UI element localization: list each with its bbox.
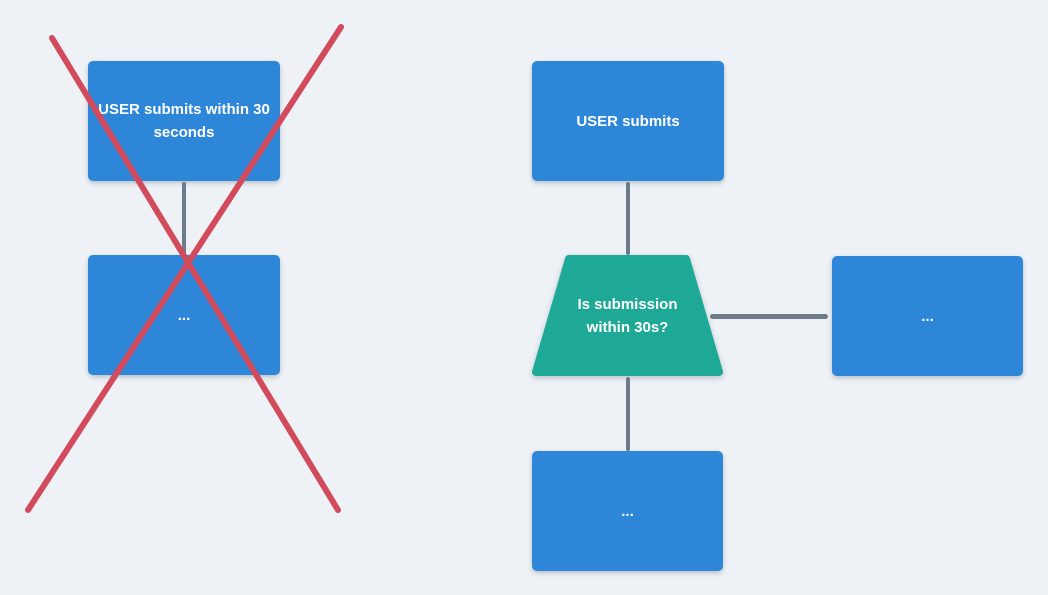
connector-vertical [626,377,630,451]
decision-label: Is submission within 30s? [577,295,678,336]
node-label: USER submits within 30 seconds [98,101,270,141]
node-label: ... [177,306,191,324]
connector-vertical [182,182,186,255]
trapezoid-shape [532,255,723,376]
node-ellipsis-right: ... [832,256,1023,376]
node-label: USER submits [576,112,680,130]
decision-trapezoid: Is submission within 30s? [532,255,723,376]
trapezoid-path [532,255,723,376]
node-label: ... [621,502,634,520]
node-label: ... [921,307,934,325]
node-ellipsis-left: ... [88,255,280,375]
node-ellipsis-bottom: ... [532,451,723,571]
connector-vertical [626,182,630,255]
node-user-submits-within-30s: USER submits within 30 seconds [88,61,280,181]
node-user-submits: USER submits [532,61,724,181]
connector-horizontal [710,314,828,319]
